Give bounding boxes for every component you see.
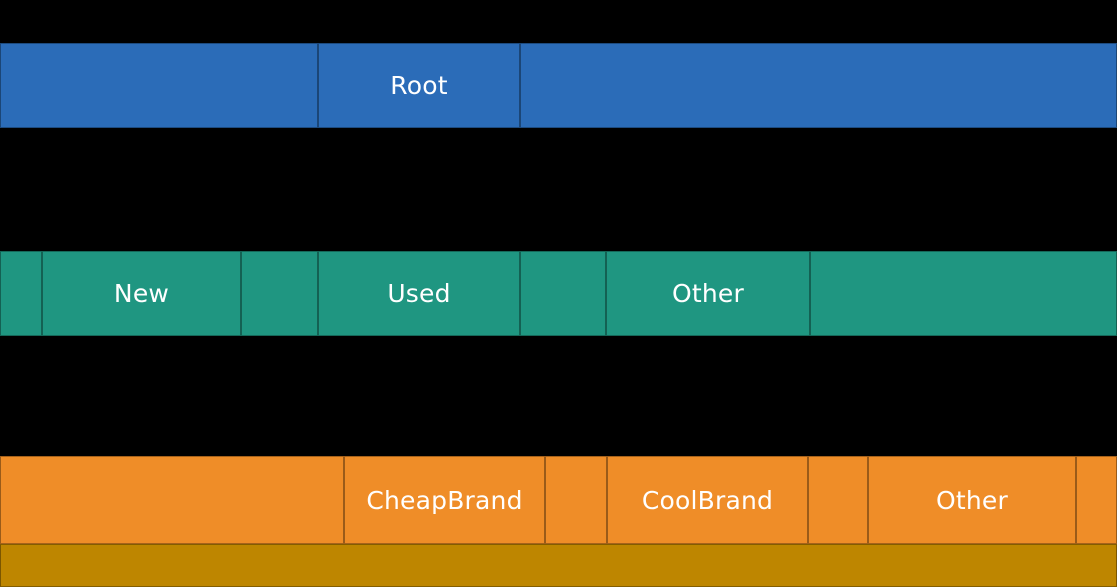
icicle-node-other[interactable]: Other (868, 456, 1076, 544)
brand-level: CheapBrand CoolBrand Other (0, 456, 1117, 544)
icicle-node-root[interactable]: Root (318, 43, 520, 128)
condition-level: New Used Other (0, 251, 1117, 336)
icicle-node-other[interactable]: Other (606, 251, 810, 336)
icicle-node-new[interactable]: New (42, 251, 241, 336)
root-level: Root (0, 43, 1117, 128)
icicle-node-label: Other (672, 279, 744, 308)
icicle-node-unlabeled-2-2[interactable] (545, 456, 607, 544)
icicle-node-label: Used (387, 279, 451, 308)
icicle-node-label: CoolBrand (641, 485, 774, 515)
icicle-node-unlabeled-1-4[interactable] (520, 251, 606, 336)
icicle-node-label: New (113, 279, 170, 308)
icicle-node-unlabeled-0-0[interactable] (0, 43, 318, 128)
icicle-node-unlabeled-1-0[interactable] (0, 251, 42, 336)
icicle-node-unlabeled-2-6[interactable] (1076, 456, 1117, 544)
icicle-node-label: Root (390, 71, 448, 100)
icicle-node-label: CheapBrand (366, 485, 523, 515)
icicle-node-unlabeled-2-0[interactable] (0, 456, 344, 544)
icicle-node-unlabeled-3-0[interactable] (0, 544, 1117, 587)
detail-level (0, 544, 1117, 587)
icicle-node-label: Other (936, 485, 1008, 515)
icicle-node-unlabeled-1-6[interactable] (810, 251, 1117, 336)
icicle-node-unlabeled-1-2[interactable] (241, 251, 318, 336)
icicle-node-unlabeled-0-2[interactable] (520, 43, 1117, 128)
icicle-node-cheapbrand[interactable]: CheapBrand (344, 456, 545, 544)
icicle-node-coolbrand[interactable]: CoolBrand (607, 456, 808, 544)
icicle-node-unlabeled-2-4[interactable] (808, 456, 868, 544)
icicle-node-used[interactable]: Used (318, 251, 520, 336)
